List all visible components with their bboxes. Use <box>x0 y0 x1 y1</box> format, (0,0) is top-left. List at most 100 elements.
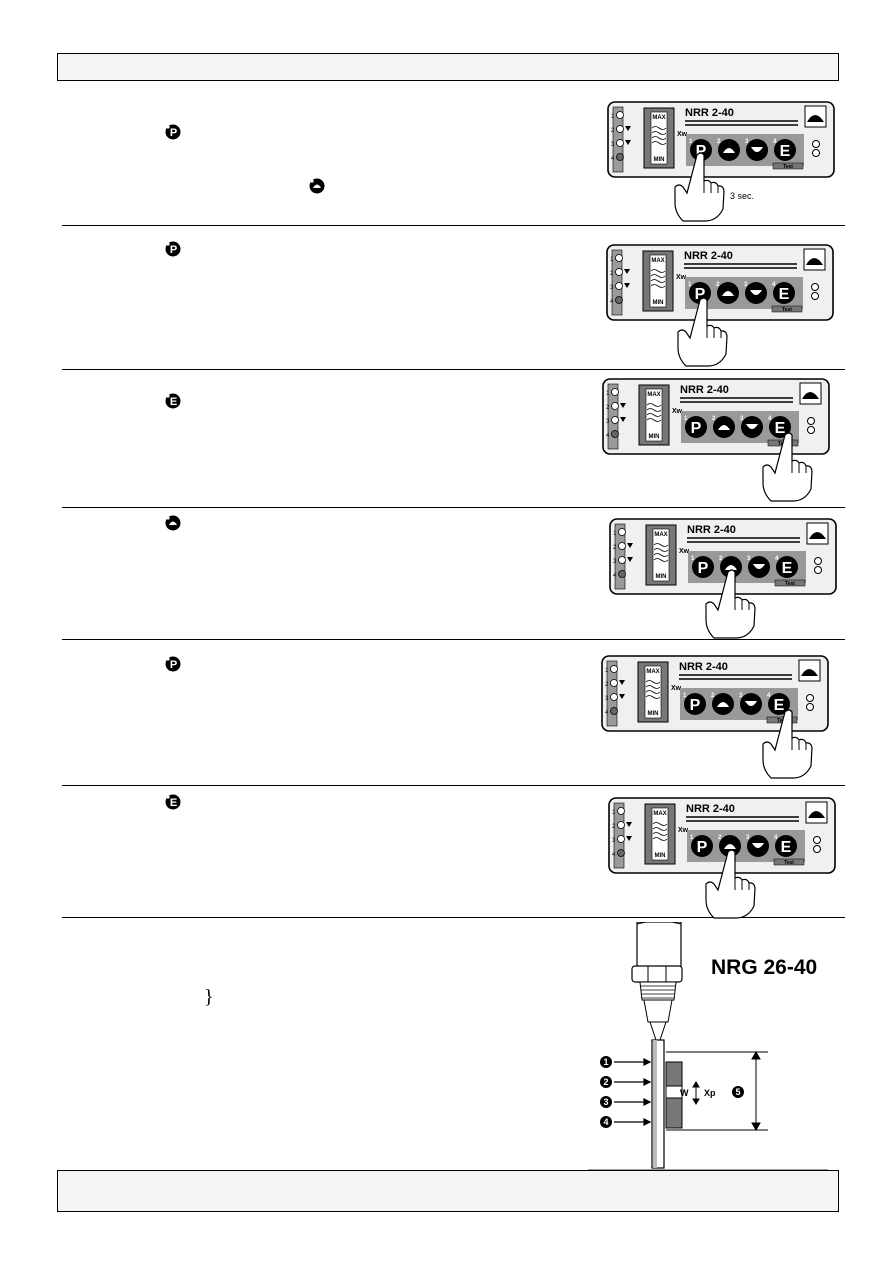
status-led <box>615 296 623 304</box>
down-arrow-icon <box>745 701 757 706</box>
up-arrow-icon <box>725 565 737 570</box>
status-led <box>616 153 624 161</box>
panel-button: 3 <box>744 282 767 304</box>
svg-text:P: P <box>697 839 708 856</box>
svg-text:2: 2 <box>711 693 715 699</box>
svg-text:2: 2 <box>610 271 614 277</box>
svg-text:MAX: MAX <box>651 258 664 264</box>
panel-button: 3 <box>740 416 763 438</box>
status-led <box>610 665 618 673</box>
svg-text:1: 1 <box>690 835 694 841</box>
panel-button: 2 <box>719 556 742 578</box>
svg-text:3: 3 <box>747 556 751 562</box>
step-key-icon: E <box>165 794 181 810</box>
svg-text:1: 1 <box>605 668 609 674</box>
section-divider <box>62 225 845 226</box>
svg-text:4: 4 <box>767 693 771 699</box>
svg-text:P: P <box>698 560 709 577</box>
svg-text:Xw: Xw <box>676 274 687 281</box>
svg-text:3: 3 <box>611 142 615 148</box>
panel-button: 4E <box>768 416 791 438</box>
panel-button: 1P <box>690 835 713 857</box>
svg-text:1: 1 <box>689 139 693 145</box>
status-led <box>610 707 618 715</box>
panel-button: 2 <box>718 835 741 857</box>
pressing-finger-icon <box>705 569 756 639</box>
status-led <box>610 693 618 701</box>
status-led <box>618 528 626 536</box>
down-arrow-icon <box>753 564 765 569</box>
header-bar <box>57 53 839 81</box>
section-divider <box>62 785 845 786</box>
section-divider <box>62 369 845 370</box>
svg-text:P: P <box>691 420 702 437</box>
svg-text:Xw: Xw <box>679 548 690 555</box>
svg-text:4: 4 <box>610 299 614 305</box>
panel-button: 3 <box>739 693 762 715</box>
step-key-icon: E <box>165 393 181 409</box>
svg-text:1: 1 <box>610 257 614 263</box>
svg-text:Xw: Xw <box>672 408 683 415</box>
svg-text:P: P <box>170 659 177 671</box>
svg-text:3: 3 <box>740 416 744 422</box>
svg-text:4: 4 <box>775 556 779 562</box>
svg-text:1: 1 <box>691 556 695 562</box>
panel-button: 4E <box>775 556 798 578</box>
probe-nut <box>631 965 683 983</box>
svg-text:E: E <box>782 560 793 577</box>
svg-text:1: 1 <box>603 1057 608 1067</box>
panel-button: 1P <box>684 416 707 438</box>
panel-button: 4E <box>772 282 795 304</box>
up-arrow-icon <box>724 844 736 849</box>
svg-text:E: E <box>170 396 177 408</box>
svg-text:3: 3 <box>746 835 750 841</box>
panel-button: 4E <box>773 139 796 161</box>
panel-button: 1P <box>691 556 714 578</box>
svg-text:4: 4 <box>773 139 777 145</box>
svg-text:1: 1 <box>688 282 692 288</box>
up-arrow-icon <box>723 148 735 153</box>
panel-model-label: NRR 2-40 <box>686 803 735 815</box>
status-led <box>617 821 625 829</box>
panel-button: 4E <box>767 693 790 715</box>
panel-button: 2 <box>711 693 734 715</box>
status-led <box>615 282 623 290</box>
up-arrow-icon <box>309 178 325 194</box>
svg-text:MIN: MIN <box>656 574 667 580</box>
section-divider <box>62 639 845 640</box>
status-led <box>617 835 625 843</box>
svg-text:3: 3 <box>745 139 749 145</box>
status-led <box>615 254 623 262</box>
svg-text:4: 4 <box>603 1117 608 1127</box>
svg-text:E: E <box>781 839 792 856</box>
brace-symbol: } <box>204 986 214 1008</box>
probe-title: NRG 26-40 <box>711 956 818 979</box>
svg-text:2: 2 <box>712 416 716 422</box>
svg-text:E: E <box>779 286 790 303</box>
panel-model-label: NRR 2-40 <box>687 524 736 536</box>
svg-text:4: 4 <box>768 416 772 422</box>
svg-text:2: 2 <box>603 1077 608 1087</box>
svg-text:Xw: Xw <box>677 131 688 138</box>
panel-button: 1P <box>683 693 706 715</box>
svg-text:4: 4 <box>613 573 617 579</box>
svg-text:MAX: MAX <box>654 532 667 538</box>
svg-text:3: 3 <box>612 838 616 844</box>
up-arrow-icon <box>718 425 730 430</box>
panel-button: 2 <box>712 416 735 438</box>
svg-text:P: P <box>170 244 177 256</box>
svg-text:E: E <box>775 420 786 437</box>
svg-text:2: 2 <box>716 282 720 288</box>
svg-text:MAX: MAX <box>652 115 665 121</box>
status-led <box>617 849 625 857</box>
panel-model-label: NRR 2-40 <box>680 384 729 396</box>
panel-model-label: NRR 2-40 <box>685 107 734 119</box>
range-marker: 5 <box>735 1087 740 1097</box>
svg-text:P: P <box>695 286 706 303</box>
svg-text:P: P <box>696 143 707 160</box>
pressing-finger-icon <box>705 849 756 919</box>
svg-text:MIN: MIN <box>649 434 660 440</box>
section-divider <box>62 507 845 508</box>
